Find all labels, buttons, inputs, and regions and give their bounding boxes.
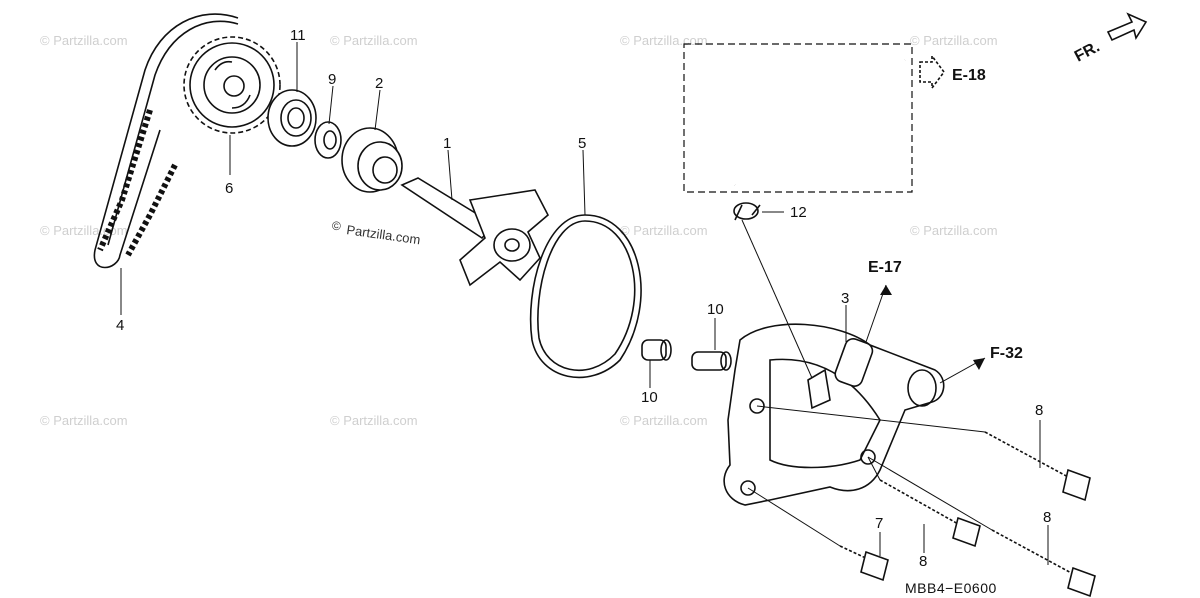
mechanical-seal	[341, 127, 403, 193]
callout-3: 3	[841, 290, 849, 307]
hose-group	[683, 43, 945, 193]
front-direction-indicator: FR.	[1072, 12, 1148, 66]
reference-arrow-f32	[939, 357, 986, 384]
alignment-lines	[741, 219, 993, 547]
reference-e17: E-17	[868, 259, 902, 276]
watermark: © Partzilla.com	[910, 223, 998, 238]
sprocket	[183, 36, 281, 134]
impeller-shaft	[400, 177, 550, 287]
bearing	[267, 89, 317, 147]
dowel-pin	[691, 351, 732, 371]
watermarks: © Partzilla.com © Partzilla.com © Partzi…	[40, 33, 998, 428]
copyright-symbol: ©	[332, 219, 341, 233]
callout-5: 5	[578, 135, 586, 152]
callout-4: 4	[116, 317, 124, 334]
reference-arrow-e17	[865, 284, 892, 343]
watermark: © Partzilla.com	[910, 33, 998, 48]
watermark: © Partzilla.com	[620, 413, 708, 428]
reference-e18: E-18	[952, 67, 986, 84]
front-direction-label: FR.	[1072, 38, 1103, 65]
callout-12: 12	[790, 204, 807, 221]
oil-seal	[314, 121, 342, 159]
bolt	[879, 479, 981, 548]
callout-9: 9	[328, 71, 336, 88]
callout-1: 1	[443, 135, 451, 152]
callout-11: 11	[290, 27, 306, 44]
reference-labels: E-18 E-17 F-32	[868, 67, 1023, 362]
watermark: © Partzilla.com	[40, 33, 128, 48]
hose-clip	[733, 202, 761, 221]
callout-7: 7	[875, 515, 883, 532]
bolt	[991, 529, 1096, 598]
callout-8c: 8	[919, 553, 927, 570]
watermark: © Partzilla.com	[330, 33, 418, 48]
callout-leaders	[120, 42, 1049, 565]
watermark: © Partzilla.com	[40, 413, 128, 428]
bolt	[984, 431, 1091, 502]
cam-chain	[93, 13, 239, 269]
watermark: © Partzilla.com	[620, 33, 708, 48]
callout-8a: 8	[1035, 402, 1043, 419]
callout-6: 6	[225, 180, 233, 197]
callout-8b: 8	[1043, 509, 1051, 526]
o-ring	[529, 214, 642, 379]
dowel-pin	[641, 339, 672, 361]
reference-f32: F-32	[990, 345, 1023, 362]
watermark: © Partzilla.com	[620, 223, 708, 238]
bolt	[839, 545, 889, 582]
callout-10b: 10	[641, 389, 658, 406]
partzilla-credit: © Partzilla.com	[332, 219, 421, 247]
callouts: 11 9 2 1 5 6 4 3 12 10 10 8 8 8 7	[116, 27, 1051, 570]
callout-2: 2	[375, 75, 383, 92]
watermark: © Partzilla.com	[330, 413, 418, 428]
diagram-code: MBB4−E0600	[905, 580, 997, 596]
watermark: © Partzilla.com	[40, 223, 128, 238]
callout-10a: 10	[707, 301, 724, 318]
credit-text: Partzilla.com	[346, 222, 422, 247]
